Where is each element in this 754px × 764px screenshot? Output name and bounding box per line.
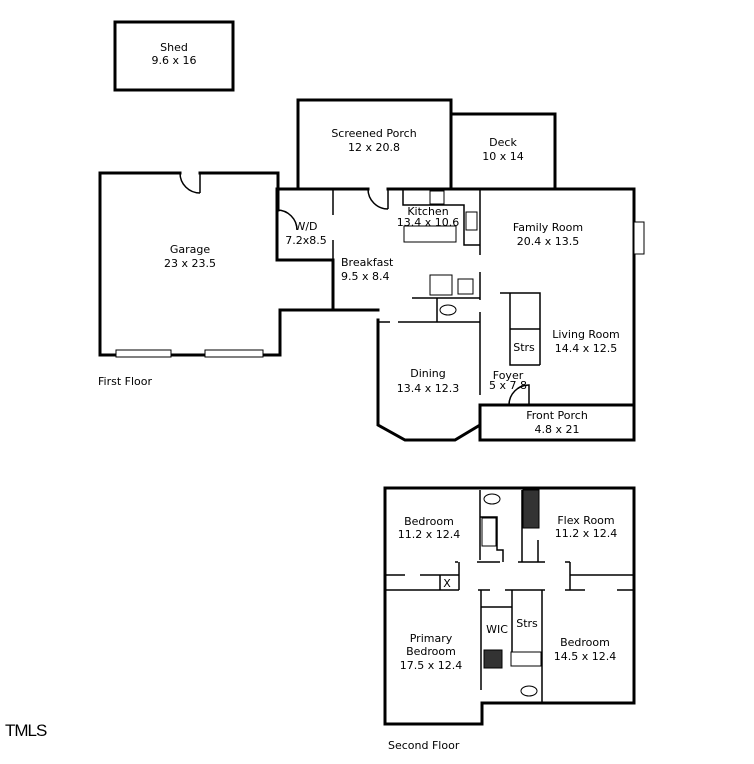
- garage-door-swing: [179, 172, 201, 194]
- shed-dims: 9.6 x 16: [152, 54, 197, 67]
- garage-outline: [98, 171, 380, 357]
- half-bath-sink: [457, 278, 474, 295]
- bedroom-nw-name: Bedroom: [404, 515, 454, 528]
- kitchen-island: [403, 225, 457, 243]
- wd-door-swing: [276, 209, 298, 231]
- shower: [522, 489, 540, 529]
- mls-logo: TMLS: [5, 721, 47, 740]
- garage-door-1: [115, 349, 172, 358]
- foyer-dims: 5 x 7.8: [489, 379, 527, 392]
- bedroom-se-dims: 14.5 x 12.4: [554, 650, 617, 663]
- half-bath-vanity: [429, 274, 453, 296]
- first-floor-caption: First Floor: [98, 375, 152, 388]
- wd-dims: 7.2x8.5: [285, 234, 327, 247]
- kitchen-dims: 13.4 x 10.6: [397, 216, 460, 229]
- primary-bath-vanity: [510, 651, 542, 667]
- hall-bath-vanity: [481, 517, 497, 547]
- kitchen-sink: [429, 190, 445, 205]
- foyer-name: Foyer: [493, 369, 524, 382]
- front-porch-dims: 4.8 x 21: [535, 423, 580, 436]
- primary-bedroom-name-2: Bedroom: [406, 645, 456, 658]
- dining-bay-wall: [376, 318, 482, 442]
- wd-name: W/D: [294, 220, 317, 233]
- closet-label: X: [443, 577, 451, 590]
- second-floor-walls: [385, 490, 634, 703]
- screened-porch-outline: [296, 98, 453, 191]
- living-room-dims: 14.4 x 12.5: [555, 342, 618, 355]
- primary-bedroom-name-1: Primary: [410, 632, 453, 645]
- living-room-name: Living Room: [552, 328, 620, 341]
- bedroom-nw-dims: 11.2 x 12.4: [398, 528, 461, 541]
- shed-outline: [113, 20, 235, 92]
- garage-name: Garage: [170, 243, 211, 256]
- garage-dims: 23 x 23.5: [164, 257, 216, 270]
- toilet: [439, 304, 457, 316]
- front-porch-name: Front Porch: [526, 409, 588, 422]
- dining-name: Dining: [410, 367, 446, 380]
- primary-shower: [483, 649, 503, 669]
- flex-room-dims: 11.2 x 12.4: [555, 527, 618, 540]
- stove: [465, 211, 478, 231]
- second-floor-caption: Second Floor: [388, 739, 460, 752]
- shed-name: Shed: [160, 41, 188, 54]
- porch-door-swing: [367, 188, 389, 210]
- breakfast-dims: 9.5 x 8.4: [341, 270, 390, 283]
- front-door-swing: [508, 384, 530, 406]
- stairs-label: Strs: [513, 341, 535, 354]
- screened-porch-dims: 12 x 20.8: [348, 141, 400, 154]
- interior-walls: [332, 190, 541, 395]
- deck-dims: 10 x 14: [482, 150, 524, 163]
- front-porch-outline: [478, 403, 636, 442]
- family-room-dims: 20.4 x 13.5: [517, 235, 580, 248]
- garage-door-2: [204, 349, 264, 358]
- primary-bedroom-dims: 17.5 x 12.4: [400, 659, 463, 672]
- hall-toilet: [483, 493, 501, 505]
- house-wall-top-left: [275, 187, 370, 234]
- stairs-label-2: Strs: [516, 617, 538, 630]
- breakfast-name: Breakfast: [341, 256, 394, 269]
- garage-top-wall: [198, 171, 280, 212]
- wic-label: WIC: [486, 623, 508, 636]
- primary-toilet: [520, 685, 538, 697]
- deck-outline: [449, 112, 557, 191]
- bedroom-se-name: Bedroom: [560, 636, 610, 649]
- screened-porch-name: Screened Porch: [331, 127, 416, 140]
- second-floor-outline: [383, 486, 636, 726]
- flex-room-name: Flex Room: [557, 514, 614, 527]
- wd-wall: [275, 230, 335, 312]
- fireplace: [633, 221, 645, 255]
- family-room-name: Family Room: [513, 221, 583, 234]
- house-wall-right: [386, 187, 636, 407]
- deck-name: Deck: [489, 136, 517, 149]
- dining-dims: 13.4 x 12.3: [397, 382, 460, 395]
- kitchen-name: Kitchen: [407, 205, 448, 218]
